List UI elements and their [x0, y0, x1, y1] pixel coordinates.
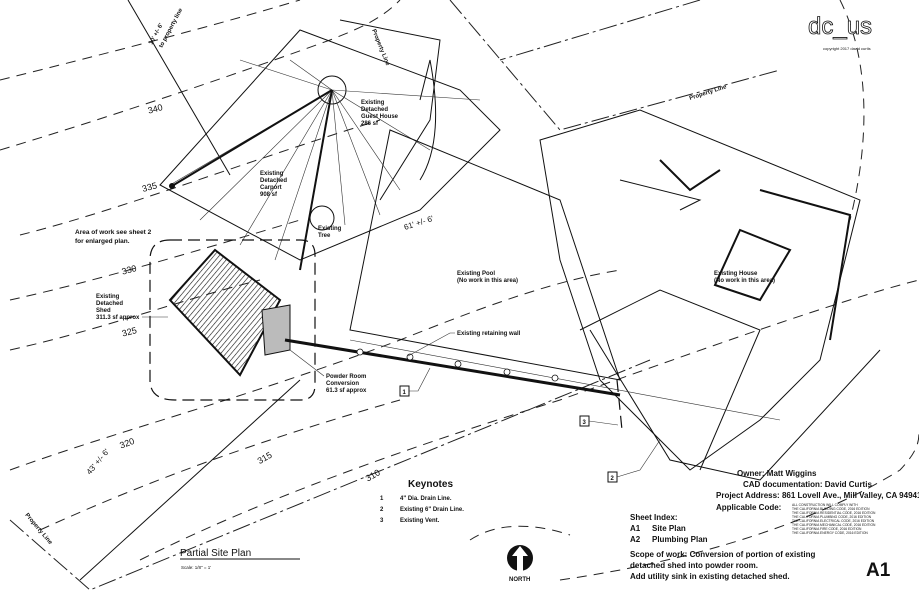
svg-text:for enlarged plan.: for enlarged plan. — [75, 238, 130, 245]
svg-text:(No work in this area): (No work in this area) — [714, 278, 775, 284]
svg-text:Existing: Existing — [318, 226, 342, 232]
svg-text:3: 3 — [583, 420, 587, 426]
property-line — [499, 0, 701, 61]
svg-text:Area of work see sheet 2: Area of work see sheet 2 — [75, 229, 152, 236]
svg-text:Owner: Matt Wiggins: Owner: Matt Wiggins — [737, 469, 817, 478]
svg-text:NORTH: NORTH — [509, 577, 530, 583]
svg-text:Plumbing Plan: Plumbing Plan — [652, 535, 708, 544]
svg-text:908 sf: 908 sf — [260, 192, 278, 198]
svg-text:Detached: Detached — [260, 178, 287, 184]
svg-text:310: 310 — [364, 467, 382, 483]
svg-text:detached shed into powder room: detached shed into powder room. — [630, 561, 758, 570]
svg-text:THE CALIFORNIA FIRE CODE, 2016: THE CALIFORNIA FIRE CODE, 2016 EDITION — [792, 527, 862, 531]
svg-text:1: 1 — [403, 390, 407, 396]
svg-text:315: 315 — [256, 450, 274, 466]
svg-text:311.3 sf approx: 311.3 sf approx — [96, 315, 140, 321]
svg-text:2: 2 — [380, 507, 384, 513]
svg-text:THE CALIFORNIA RESIDENTIAL COD: THE CALIFORNIA RESIDENTIAL CODE, 2016 ED… — [792, 511, 876, 515]
svg-text:dc_us: dc_us — [808, 13, 872, 40]
project-info: Owner: Matt Wiggins CAD documentation: D… — [716, 469, 919, 535]
svg-text:61.3 sf approx: 61.3 sf approx — [326, 388, 367, 394]
svg-text:Detached: Detached — [361, 107, 388, 113]
svg-text:Sheet Index:: Sheet Index: — [630, 513, 678, 522]
svg-text:Existing 6" Drain Line.: Existing 6" Drain Line. — [400, 507, 464, 513]
svg-text:2: 2 — [611, 476, 615, 482]
svg-text:4" Dia. Drain Line.: 4" Dia. Drain Line. — [400, 496, 452, 502]
callout-1: 1 — [399, 367, 431, 397]
shed-hatch — [168, 248, 291, 377]
svg-text:THE CALIFORNIA PLUMBING CODE,: THE CALIFORNIA PLUMBING CODE, 2016 EDITI… — [792, 515, 872, 519]
scope-of-work: Scope of work: Conversion of portion of … — [630, 550, 815, 581]
svg-text:286 sf: 286 sf — [361, 121, 379, 127]
svg-text:Existing Pool: Existing Pool — [457, 271, 495, 277]
svg-text:320: 320 — [118, 436, 136, 451]
svg-text:THE CALIFORNIA BUILDING CODE,: THE CALIFORNIA BUILDING CODE, 2016 EDITI… — [792, 507, 870, 511]
drawing-title: Partial Site Plan — [180, 548, 251, 559]
svg-text:(No work in this area): (No work in this area) — [457, 278, 518, 284]
vent-circles — [356, 348, 559, 382]
pool-outline — [349, 129, 621, 381]
svg-text:Existing: Existing — [96, 294, 120, 300]
keynotes: Keynotes 1 4" Dia. Drain Line. 2 Existin… — [380, 479, 464, 524]
dimension-bottom: 43' +/- 6' — [85, 447, 112, 476]
contour-labels: 340 335 330 325 320 315 310 — [118, 102, 382, 483]
svg-text:A1: A1 — [630, 524, 641, 533]
svg-text:Scope of work: Conversion of p: Scope of work: Conversion of portion of … — [630, 550, 815, 559]
svg-text:copyright 2017 david curtis: copyright 2017 david curtis — [823, 46, 871, 51]
svg-text:Powder Room: Powder Room — [326, 374, 366, 380]
svg-text:ALL CONSTRUCTION WILL COMPLY W: ALL CONSTRUCTION WILL COMPLY WITH — [792, 503, 858, 507]
svg-text:Keynotes: Keynotes — [408, 479, 453, 490]
property-line — [9, 359, 651, 591]
svg-text:330: 330 — [121, 263, 138, 277]
svg-text:THE CALIFORNIA ELECTRICAL CODE: THE CALIFORNIA ELECTRICAL CODE, 2016 EDI… — [792, 519, 875, 523]
svg-text:335: 335 — [141, 180, 158, 194]
drain-line — [284, 338, 621, 397]
dimension-pool: 61' +/- 6' — [403, 214, 435, 232]
svg-text:Project Address: 861 Lovell Av: Project Address: 861 Lovell Ave., Mill V… — [716, 491, 919, 500]
svg-text:340: 340 — [147, 102, 164, 116]
svg-text:3: 3 — [380, 518, 384, 524]
svg-text:Site Plan: Site Plan — [652, 524, 686, 533]
north-arrow-icon: NORTH — [507, 545, 533, 583]
svg-text:Existing Vent.: Existing Vent. — [400, 518, 440, 524]
svg-text:Existing: Existing — [361, 100, 385, 106]
logo: dc_us copyright 2017 david curtis — [808, 13, 873, 51]
svg-text:Existing House: Existing House — [714, 271, 758, 277]
svg-text:325: 325 — [121, 325, 138, 339]
svg-text:CAD documentation: David Curti: CAD documentation: David Curtis — [743, 480, 872, 489]
property-line-label: Property Line — [370, 29, 390, 68]
svg-text:THE CALIFORNIA ENERGY CODE, 20: THE CALIFORNIA ENERGY CODE, 2016 EDITION — [792, 531, 868, 535]
property-line-label: Property Line — [689, 84, 728, 102]
sheet-number: A1 — [866, 560, 891, 581]
sheet-index: Sheet Index: A1 Site Plan A2 Plumbing Pl… — [630, 513, 708, 544]
svg-text:Add utility sink in existing d: Add utility sink in existing detached sh… — [630, 572, 790, 581]
svg-text:Detached: Detached — [96, 301, 123, 307]
existing-house — [539, 109, 881, 481]
svg-text:Applicable Code:: Applicable Code: — [716, 503, 781, 512]
callout-3: 3 — [579, 415, 619, 427]
svg-text:Shed: Shed — [96, 308, 111, 314]
area-of-work-boundary — [149, 239, 316, 401]
svg-text:Existing retaining wall: Existing retaining wall — [457, 331, 521, 337]
svg-text:Tree: Tree — [318, 233, 331, 239]
drawing-scale: Scale: 1/8" = 1' — [181, 565, 211, 570]
svg-text:Guest House: Guest House — [361, 114, 399, 120]
property-line-label: Property Line — [23, 512, 53, 546]
property-line — [449, 0, 781, 131]
callout-2: 2 — [607, 439, 661, 483]
svg-text:A2: A2 — [630, 535, 641, 544]
carport-structure — [159, 19, 702, 271]
svg-text:Conversion: Conversion — [326, 381, 359, 387]
svg-text:THE CALIFORNIA MECHANICAL CODE: THE CALIFORNIA MECHANICAL CODE, 2016 EDI… — [792, 523, 876, 527]
svg-text:Carport: Carport — [260, 185, 282, 191]
svg-text:1: 1 — [380, 496, 384, 502]
svg-text:Existing: Existing — [260, 171, 284, 177]
plan-labels: Area of work see sheet 2 for enlarged pl… — [75, 100, 775, 394]
